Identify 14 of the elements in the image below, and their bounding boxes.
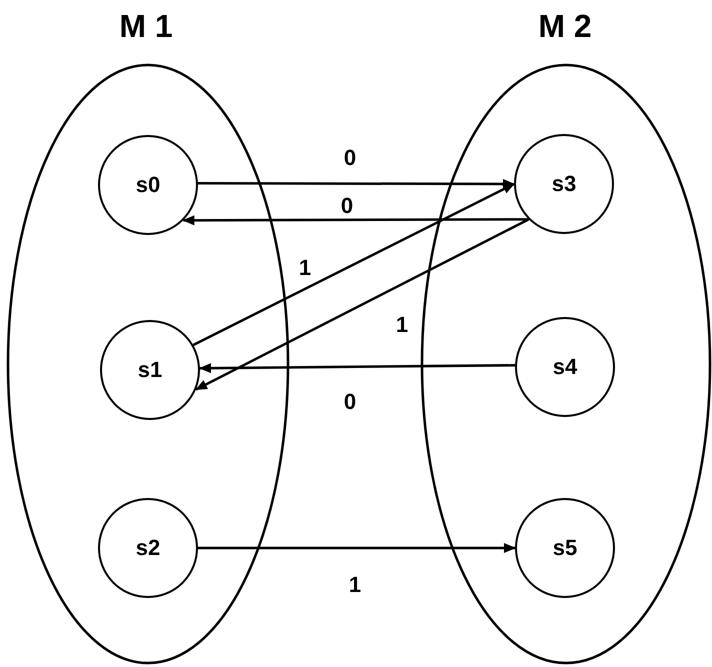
transition-arrow: [192, 182, 515, 346]
transition-arrow: [195, 218, 530, 391]
state-circle: s3: [514, 134, 614, 234]
state-circle: s4: [515, 317, 615, 417]
transition-arrow: [182, 215, 529, 226]
module-heading: M 2: [538, 8, 592, 45]
state-circle: s0: [98, 135, 198, 235]
module-heading: M 1: [119, 8, 173, 45]
state-circle: s2: [98, 498, 198, 598]
state-circle: s1: [100, 320, 200, 420]
transition-arrow: [198, 363, 516, 374]
state-circle: s5: [515, 498, 615, 598]
transition-arrow: [198, 543, 516, 553]
transition-arrow: [198, 178, 515, 189]
